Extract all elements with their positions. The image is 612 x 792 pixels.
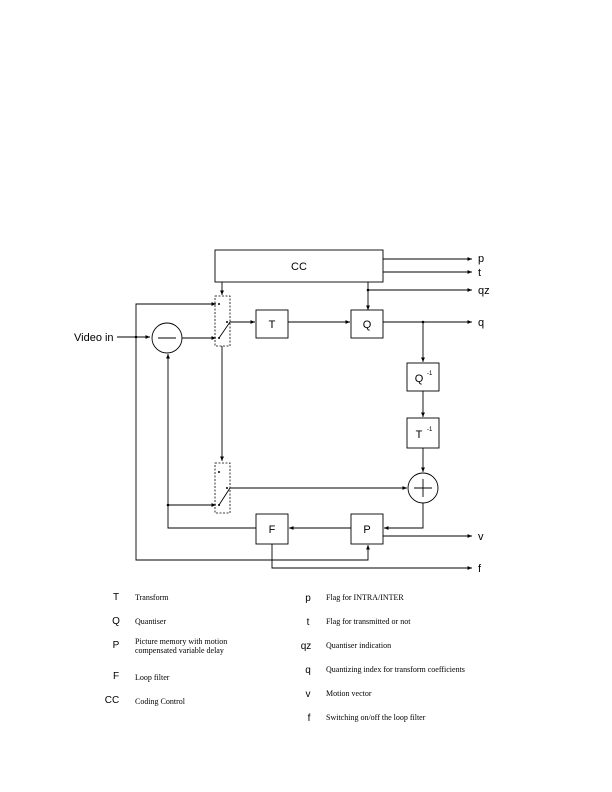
legend-description: Quantizing index for transform coefficie… xyxy=(326,665,465,674)
legend-symbol: Q xyxy=(112,616,120,627)
legend-symbol: qz xyxy=(301,641,312,652)
legend-description: Flag for INTRA/INTER xyxy=(326,593,404,602)
junction-dot xyxy=(366,288,370,292)
intra-inter-switch-1 xyxy=(214,295,231,347)
legend-description: Transform xyxy=(135,593,169,602)
junction-dot xyxy=(166,503,170,507)
f-to-subtractor-line xyxy=(165,354,256,529)
inverse-quantiser-block xyxy=(406,362,440,392)
legend-symbol: T xyxy=(113,592,119,603)
qinv-superscript: -1 xyxy=(427,371,433,377)
legend-symbol: p xyxy=(305,593,311,604)
legend-symbol: CC xyxy=(105,695,119,706)
transform-block xyxy=(255,309,289,339)
f-label: F xyxy=(269,524,276,536)
legend-description: Motion vector xyxy=(326,689,372,698)
legend-symbol: t xyxy=(307,617,310,628)
f-signal-label: f xyxy=(478,563,482,575)
p-signal-label: p xyxy=(478,253,484,265)
video-in-label: Video in xyxy=(74,332,114,344)
switch-2-blade xyxy=(218,487,231,506)
f-output-line xyxy=(271,544,472,571)
legend-description: Quantiser indication xyxy=(326,641,391,650)
legend-description: Switching on/off the loop filter xyxy=(326,713,426,722)
switch-1-blade xyxy=(218,321,231,339)
legend-right: p Flag for INTRA/INTER t Flag for transm… xyxy=(301,593,465,724)
legend-description: Quantiser xyxy=(135,617,166,626)
legend-description: Flag for transmitted or not xyxy=(326,617,411,626)
legend-description: Coding Control xyxy=(135,697,186,706)
intra-bypass-line xyxy=(135,301,216,337)
q-label: Q xyxy=(363,319,372,331)
coding-control-block xyxy=(214,249,384,283)
legend-description: compensated variable delay xyxy=(135,646,224,655)
legend-description: Picture memory with motion xyxy=(135,637,227,646)
qz-signal-label: qz xyxy=(478,285,490,297)
q-signal-label: q xyxy=(478,317,484,329)
picture-memory-block xyxy=(350,513,384,545)
legend-left: T Transform Q Quantiser P Picture memory… xyxy=(105,592,227,706)
qinv-label: Q xyxy=(415,373,424,385)
tinv-label: T xyxy=(416,429,423,441)
video-to-p-line xyxy=(135,337,371,561)
t-signal-label: t xyxy=(478,267,481,279)
adder-to-p-line xyxy=(384,503,424,531)
quantiser-block xyxy=(350,309,384,339)
loop-filter-block xyxy=(255,513,289,545)
cc-label: CC xyxy=(291,261,307,273)
t-label: T xyxy=(269,319,276,331)
inverse-transform-block xyxy=(406,417,440,449)
legend-symbol: P xyxy=(113,640,120,651)
p-label: P xyxy=(363,524,370,536)
legend-symbol: f xyxy=(308,713,311,724)
legend-symbol: v xyxy=(306,689,311,700)
legend-symbol: q xyxy=(305,665,311,676)
v-signal-label: v xyxy=(478,531,484,543)
legend-description: Loop filter xyxy=(135,673,170,682)
legend-symbol: F xyxy=(113,671,119,682)
tinv-superscript: -1 xyxy=(427,427,433,433)
